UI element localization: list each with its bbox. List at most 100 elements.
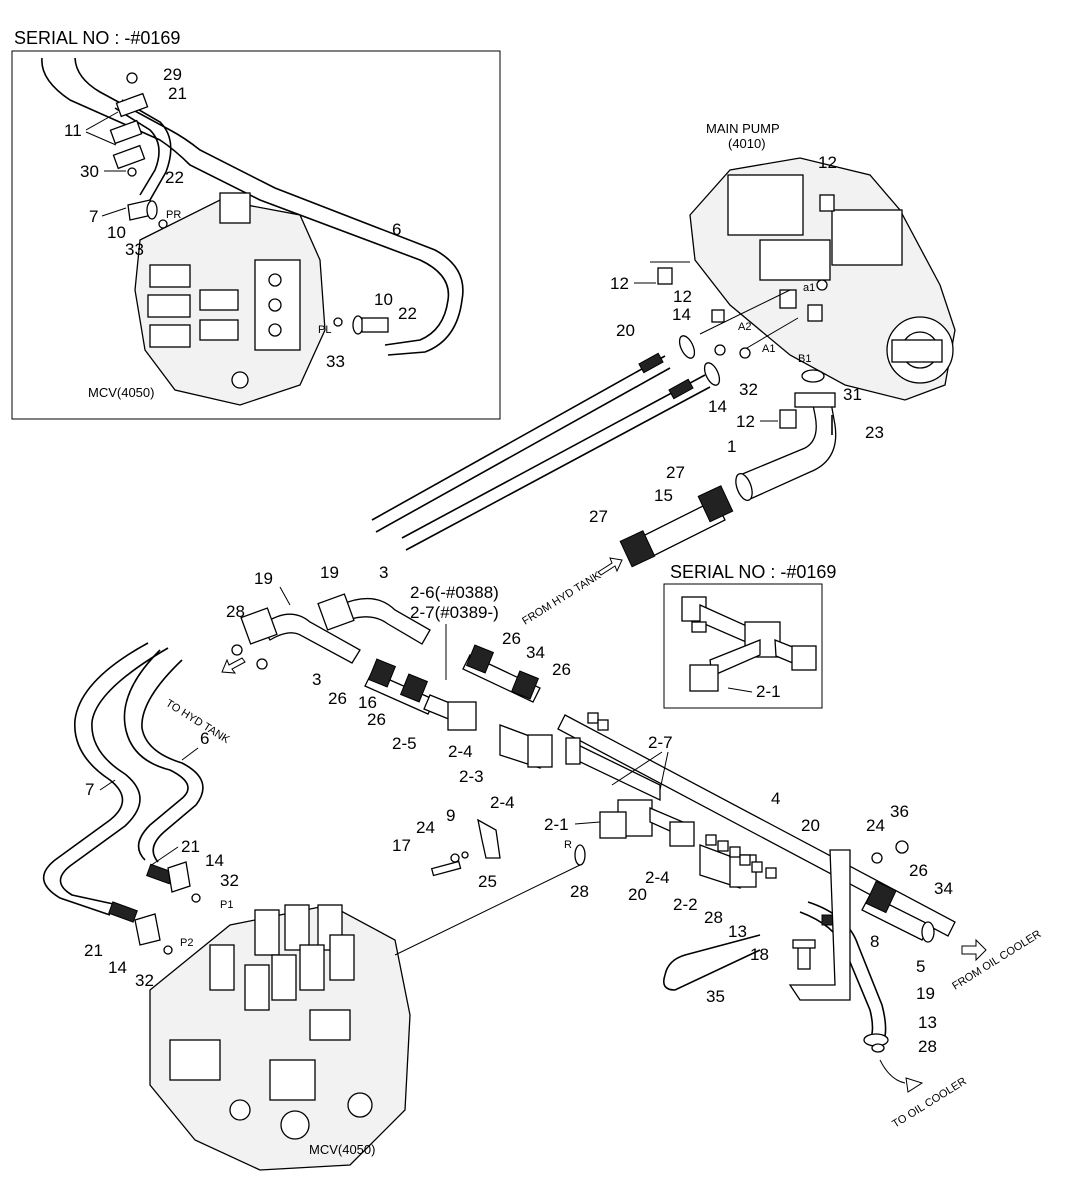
callout-14a: 14	[672, 305, 691, 324]
callout-33b: 33	[326, 352, 345, 371]
callout-18: 18	[750, 945, 769, 964]
flow-to-oil-cooler: TO OIL COOLER	[890, 1075, 968, 1130]
callout-24a: 24	[416, 818, 435, 837]
callout-35: 35	[706, 987, 725, 1006]
callout-32a: 32	[739, 380, 758, 399]
callout-26e: 26	[909, 861, 928, 880]
callout-22b: 22	[398, 304, 417, 323]
callout-19c: 19	[916, 984, 935, 1003]
adapter-2-5	[423, 694, 477, 731]
callout-21c: 21	[181, 837, 200, 856]
callout-4: 4	[771, 789, 780, 808]
callout-22a: 22	[165, 168, 184, 187]
callout-13a: 13	[728, 922, 747, 941]
callout-29: 29	[163, 65, 182, 84]
flow-to-hyd-tank: TO HYD TANK	[163, 697, 232, 746]
small-mcv-fittings	[127, 199, 389, 335]
small-mcv-body	[134, 192, 326, 406]
callout-14b: 14	[708, 397, 727, 416]
callout-26c: 26	[502, 629, 521, 648]
callout-2-4b: 2-4	[490, 793, 515, 812]
callout-24b: 24	[866, 816, 885, 835]
callout-28d: 28	[918, 1037, 937, 1056]
clamp-assembly-small	[109, 72, 149, 177]
callout-10b: 10	[374, 290, 393, 309]
tee-2-1-inset	[681, 596, 817, 692]
callout-30: 30	[80, 162, 99, 181]
port-a1: A1	[762, 343, 775, 355]
port-pl: PL	[318, 324, 331, 336]
main-pump-body	[689, 157, 956, 401]
callout-21a: 21	[168, 84, 187, 103]
main-pump-title: MAIN PUMP	[706, 121, 780, 136]
callout-14c: 14	[205, 851, 224, 870]
inset-frame-right	[663, 583, 823, 709]
callout-10a: 10	[107, 223, 126, 242]
return-pipe-4	[557, 714, 956, 937]
callout-34a: 34	[526, 643, 545, 662]
callout-2-3: 2-3	[459, 767, 484, 786]
port-a1-small: a1	[803, 282, 815, 294]
callout-2-4c: 2-4	[645, 868, 670, 887]
port-r: R	[564, 839, 572, 851]
callout-5: 5	[916, 957, 925, 976]
callout-2-2: 2-2	[673, 895, 698, 914]
bolt-18	[792, 939, 816, 970]
callout-12a: 12	[818, 153, 837, 172]
pipe-7-end-fittings	[108, 861, 201, 955]
inset-pipe-7	[114, 99, 172, 201]
callout-11: 11	[64, 121, 82, 140]
large-mcv-body	[149, 904, 411, 1171]
bolt-17	[430, 851, 469, 877]
hose-34-upper	[462, 644, 541, 703]
plug-fittings	[587, 712, 777, 879]
bracket-8	[788, 849, 851, 1001]
callout-14d: 14	[108, 958, 127, 977]
callout-26b: 26	[367, 710, 386, 729]
port-p1: P1	[220, 899, 233, 911]
long-pipe-7	[42, 642, 169, 916]
callout-12b: 12	[610, 274, 629, 293]
callout-27b: 27	[589, 507, 608, 526]
pipe-3-elbows	[240, 593, 431, 664]
callout-31: 31	[843, 385, 862, 404]
inset-pipe-6	[41, 57, 464, 356]
callout-27a: 27	[666, 463, 685, 482]
callout-8: 8	[870, 932, 879, 951]
main-pump-code: (4010)	[728, 136, 766, 151]
serial-note-top: SERIAL NO : -#0169	[14, 28, 180, 48]
small-mcv-label: MCV(4050)	[88, 385, 154, 400]
pipe-5	[799, 901, 889, 1047]
callout-6b: 6	[200, 729, 209, 748]
flow-from-oil-cooler: FROM OIL COOLER	[950, 928, 1043, 992]
callout-2-1: 2-1	[544, 815, 569, 834]
long-pipe-6	[123, 649, 204, 863]
callout-7b: 7	[85, 780, 94, 799]
callout-32b: 32	[220, 871, 239, 890]
callout-12c: 12	[673, 287, 692, 306]
callout-3b: 3	[312, 670, 321, 689]
callout-21d: 21	[84, 941, 103, 960]
callout-2-1-inset: 2-1	[756, 682, 781, 701]
callout-6a: 6	[392, 220, 401, 239]
callout-28c: 28	[704, 908, 723, 927]
callout-17: 17	[392, 836, 411, 855]
large-mcv-label: MCV(4050)	[309, 1142, 375, 1157]
callout-36: 36	[890, 802, 909, 821]
suction-hose-15	[619, 485, 734, 568]
callout-28a: 28	[226, 602, 245, 621]
callout-2-5: 2-5	[392, 734, 417, 753]
callout-13b: 13	[918, 1013, 937, 1032]
callout-2-6: 2-6(-#0388)	[410, 583, 499, 602]
callout-20c: 20	[801, 816, 820, 835]
callout-23: 23	[865, 423, 884, 442]
callout-16: 16	[358, 693, 377, 712]
callout-2-7-b: 2-7	[648, 733, 673, 752]
inset-frame-top-left	[11, 50, 501, 420]
callout-25: 25	[478, 872, 497, 891]
callout-9: 9	[446, 806, 455, 825]
callout-12d: 12	[736, 412, 755, 431]
adapter-2-3	[499, 724, 553, 769]
pump-hoses	[371, 335, 751, 551]
port-p2: P2	[180, 937, 193, 949]
